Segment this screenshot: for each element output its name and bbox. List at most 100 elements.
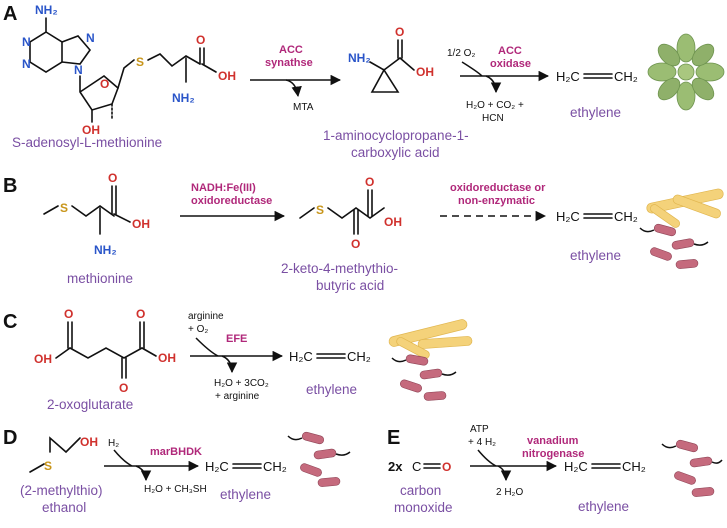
enzyme-acc-synthase-2: synathse	[265, 57, 313, 69]
bacteria-icon	[661, 439, 723, 497]
atom-n3: N	[22, 57, 31, 71]
products-c-2: + arginine	[215, 391, 260, 402]
atom-o-carbonyl: O	[196, 33, 205, 47]
panel-e: E 2x C O carbon monoxide ATP + 4 H₂ vana…	[387, 424, 723, 515]
cosubstrate-arginine-2: + O₂	[188, 324, 208, 335]
products-c-1: H₂O + 3CO₂	[214, 378, 269, 389]
atom-o-kmba: O	[365, 175, 374, 189]
atom-o-left: O	[64, 307, 73, 321]
atom-n7: N	[86, 31, 95, 45]
panel-label-a: A	[3, 3, 17, 25]
methionine-structure: S O OH NH₂	[43, 171, 150, 257]
atom-oh-ribose: OH	[82, 123, 100, 137]
cosubstrate-arginine-1: arginine	[188, 311, 224, 322]
atom-oh-acid: OH	[218, 69, 236, 83]
svg-text:CH₂: CH₂	[347, 349, 371, 364]
enzyme-efe: EFE	[226, 333, 247, 345]
atom-o-met: O	[108, 171, 117, 185]
caption-ethylene-d: ethylene	[220, 487, 271, 502]
atom-oh-met: OH	[132, 217, 150, 231]
atom-nh2-acc: NH₂	[348, 51, 371, 65]
caption-co-2: monoxide	[394, 500, 453, 515]
cosubstrate-atp-1: ATP	[470, 424, 489, 435]
caption-sam: S-adenosyl-L-methionine	[12, 135, 162, 150]
panel-label-d: D	[3, 427, 17, 449]
caption-mte-1: (2-methylthio)	[20, 483, 103, 498]
atom-oh-acc: OH	[416, 65, 434, 79]
caption-acc-2: carboxylic acid	[351, 145, 440, 160]
ethylene-c: H₂C CH₂	[289, 349, 371, 364]
atom-o-keto: O	[351, 237, 360, 251]
caption-ethylene-e: ethylene	[578, 499, 629, 514]
atom-s-kmba: S	[316, 203, 324, 217]
enzyme-nadh-1: NADH:Fe(III)	[191, 182, 256, 194]
svg-text:H₂C: H₂C	[564, 459, 588, 474]
prefix-2x: 2x	[388, 459, 403, 474]
panel-label-b: B	[3, 175, 17, 197]
fungus-bacteria-icon	[388, 319, 473, 401]
cosubstrate-h2: H₂	[108, 438, 119, 449]
caption-mte-2: ethanol	[42, 500, 86, 515]
oxoglutarate-structure: OH O O O OH	[34, 307, 176, 395]
methylthioethanol-structure: S OH	[29, 435, 98, 473]
svg-text:CH₂: CH₂	[614, 69, 638, 84]
acc-structure: NH₂ O OH	[348, 25, 434, 93]
caption-ethylene-c: ethylene	[306, 382, 357, 397]
atom-n9: N	[74, 63, 83, 77]
fungus-bacteria-icon	[639, 188, 724, 269]
caption-kmba-2: butyric acid	[316, 278, 384, 293]
enzyme-vanadium-1: vanadium	[527, 435, 579, 447]
atom-nh2-met: NH₂	[94, 243, 117, 257]
atom-o-acc: O	[395, 25, 404, 39]
atom-s-met: S	[60, 201, 68, 215]
enzyme-oxidoreductase-2: non-enzymatic	[458, 195, 535, 207]
svg-text:CH₂: CH₂	[263, 459, 287, 474]
panel-a: A NH₂ N N N N O OH S O OH	[3, 3, 725, 160]
caption-methionine: methionine	[67, 271, 133, 286]
panel-d: D S OH (2-methylthio) ethanol H₂ marBHDK…	[3, 427, 351, 515]
atom-oh-kmba: OH	[384, 215, 402, 229]
svg-text:CH₂: CH₂	[622, 459, 646, 474]
svg-text:CH₂: CH₂	[614, 209, 638, 224]
plant-icon	[647, 33, 725, 111]
bacteria-icon	[287, 431, 351, 487]
atom-c-co: C	[412, 459, 421, 474]
atom-o-keto-c: O	[119, 381, 128, 395]
svg-text:H₂C: H₂C	[289, 349, 313, 364]
caption-ethylene-a: ethylene	[570, 105, 621, 120]
svg-text:H₂C: H₂C	[556, 209, 580, 224]
products-a-2: HCN	[482, 113, 504, 124]
enzyme-marbhdk: marBHDK	[150, 446, 202, 458]
atom-nh2-alpha: NH₂	[172, 91, 195, 105]
enzyme-acc-oxidase-1: ACC	[498, 45, 522, 57]
caption-oxoglutarate: 2-oxoglutarate	[47, 397, 133, 412]
caption-kmba-1: 2-keto-4-methythio-	[281, 261, 398, 276]
products-d: H₂O + CH₃SH	[144, 484, 207, 495]
enzyme-vanadium-2: nitrogenase	[522, 448, 584, 460]
caption-acc-1: 1-aminocyclopropane-1-	[323, 128, 469, 143]
atom-nh2: NH₂	[35, 3, 58, 17]
ethylene-e: H₂C CH₂	[564, 459, 646, 474]
kmba-structure: S O O OH	[299, 175, 402, 251]
atom-n1: N	[22, 35, 31, 49]
atom-o-ring: O	[100, 77, 109, 91]
products-a-1: H₂O + CO₂ +	[466, 100, 524, 111]
atom-oh-right: OH	[158, 351, 176, 365]
cosubstrate-o2: 1/2 O₂	[447, 48, 475, 59]
ethylene-b: H₂C CH₂	[556, 209, 638, 224]
svg-text:H₂C: H₂C	[205, 459, 229, 474]
ethylene-d: H₂C CH₂	[205, 459, 287, 474]
byproduct-mta: MTA	[293, 102, 314, 113]
enzyme-oxidoreductase-1: oxidoreductase or	[450, 182, 546, 194]
caption-ethylene-b: ethylene	[570, 248, 621, 263]
panel-c: C OH O O O OH 2-oxoglutarate arginine + …	[3, 307, 473, 412]
atom-oh-left: OH	[34, 352, 52, 366]
ethylene-a: H₂C CH₂	[556, 69, 638, 84]
panel-b: B S O OH NH₂ methionine NADH:Fe(III) oxi…	[3, 171, 724, 293]
cosubstrate-atp-2: + 4 H₂	[468, 437, 496, 448]
panel-label-c: C	[3, 311, 17, 333]
atom-o-right: O	[136, 307, 145, 321]
atom-o-co: O	[442, 460, 451, 474]
caption-co-1: carbon	[400, 483, 441, 498]
